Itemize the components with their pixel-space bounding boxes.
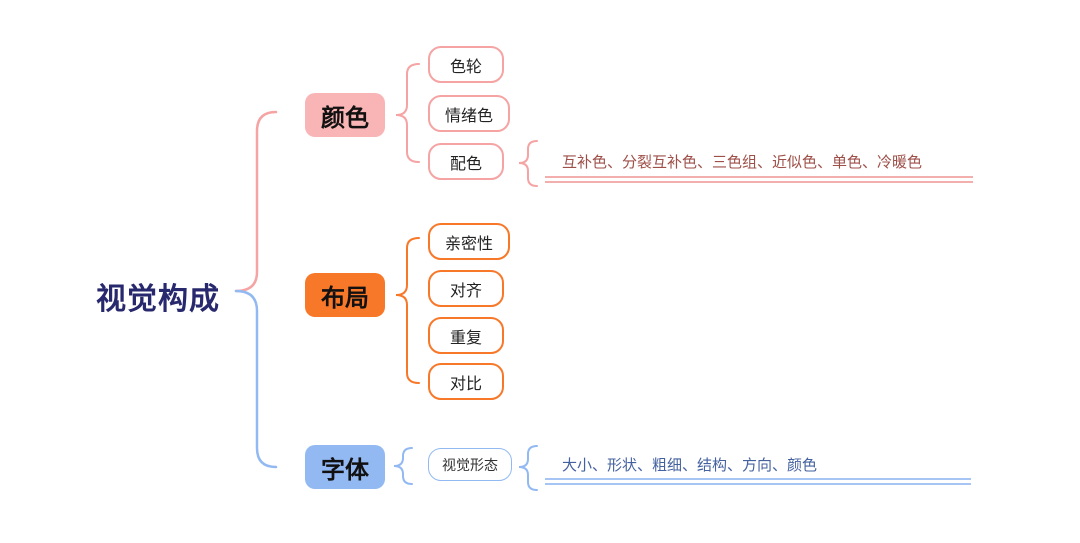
child-node-repetition[interactable]: 重复 bbox=[428, 317, 504, 354]
brace-visual-form-leaf bbox=[518, 445, 538, 491]
branch-node-color[interactable]: 颜色 bbox=[305, 93, 385, 137]
brace-layout-children bbox=[395, 237, 420, 384]
brace-root-upper bbox=[234, 110, 278, 293]
brace-color-scheme-leaf bbox=[518, 140, 538, 187]
leaf-color-schemes[interactable]: 互补色、分裂互补色、三色组、近似色、单色、冷暖色 bbox=[562, 154, 923, 171]
underline-color-leaf bbox=[545, 176, 973, 183]
child-node-visual-form[interactable]: 视觉形态 bbox=[428, 448, 512, 481]
branch-node-layout[interactable]: 布局 bbox=[305, 273, 385, 317]
child-node-proximity[interactable]: 亲密性 bbox=[428, 223, 510, 260]
brace-color-children bbox=[395, 63, 420, 163]
child-node-color-wheel[interactable]: 色轮 bbox=[428, 46, 504, 83]
child-node-alignment[interactable]: 对齐 bbox=[428, 270, 504, 307]
brace-font-children bbox=[393, 447, 413, 485]
leaf-font-attributes[interactable]: 大小、形状、粗细、结构、方向、颜色 bbox=[562, 457, 818, 474]
branch-node-font[interactable]: 字体 bbox=[305, 445, 385, 489]
child-node-emotion-color[interactable]: 情绪色 bbox=[428, 95, 510, 132]
root-node[interactable]: 视觉构成 bbox=[96, 283, 220, 316]
child-node-contrast[interactable]: 对比 bbox=[428, 363, 504, 400]
underline-font-leaf bbox=[545, 478, 971, 485]
child-node-color-scheme[interactable]: 配色 bbox=[428, 143, 504, 180]
brace-root-lower bbox=[234, 289, 278, 469]
